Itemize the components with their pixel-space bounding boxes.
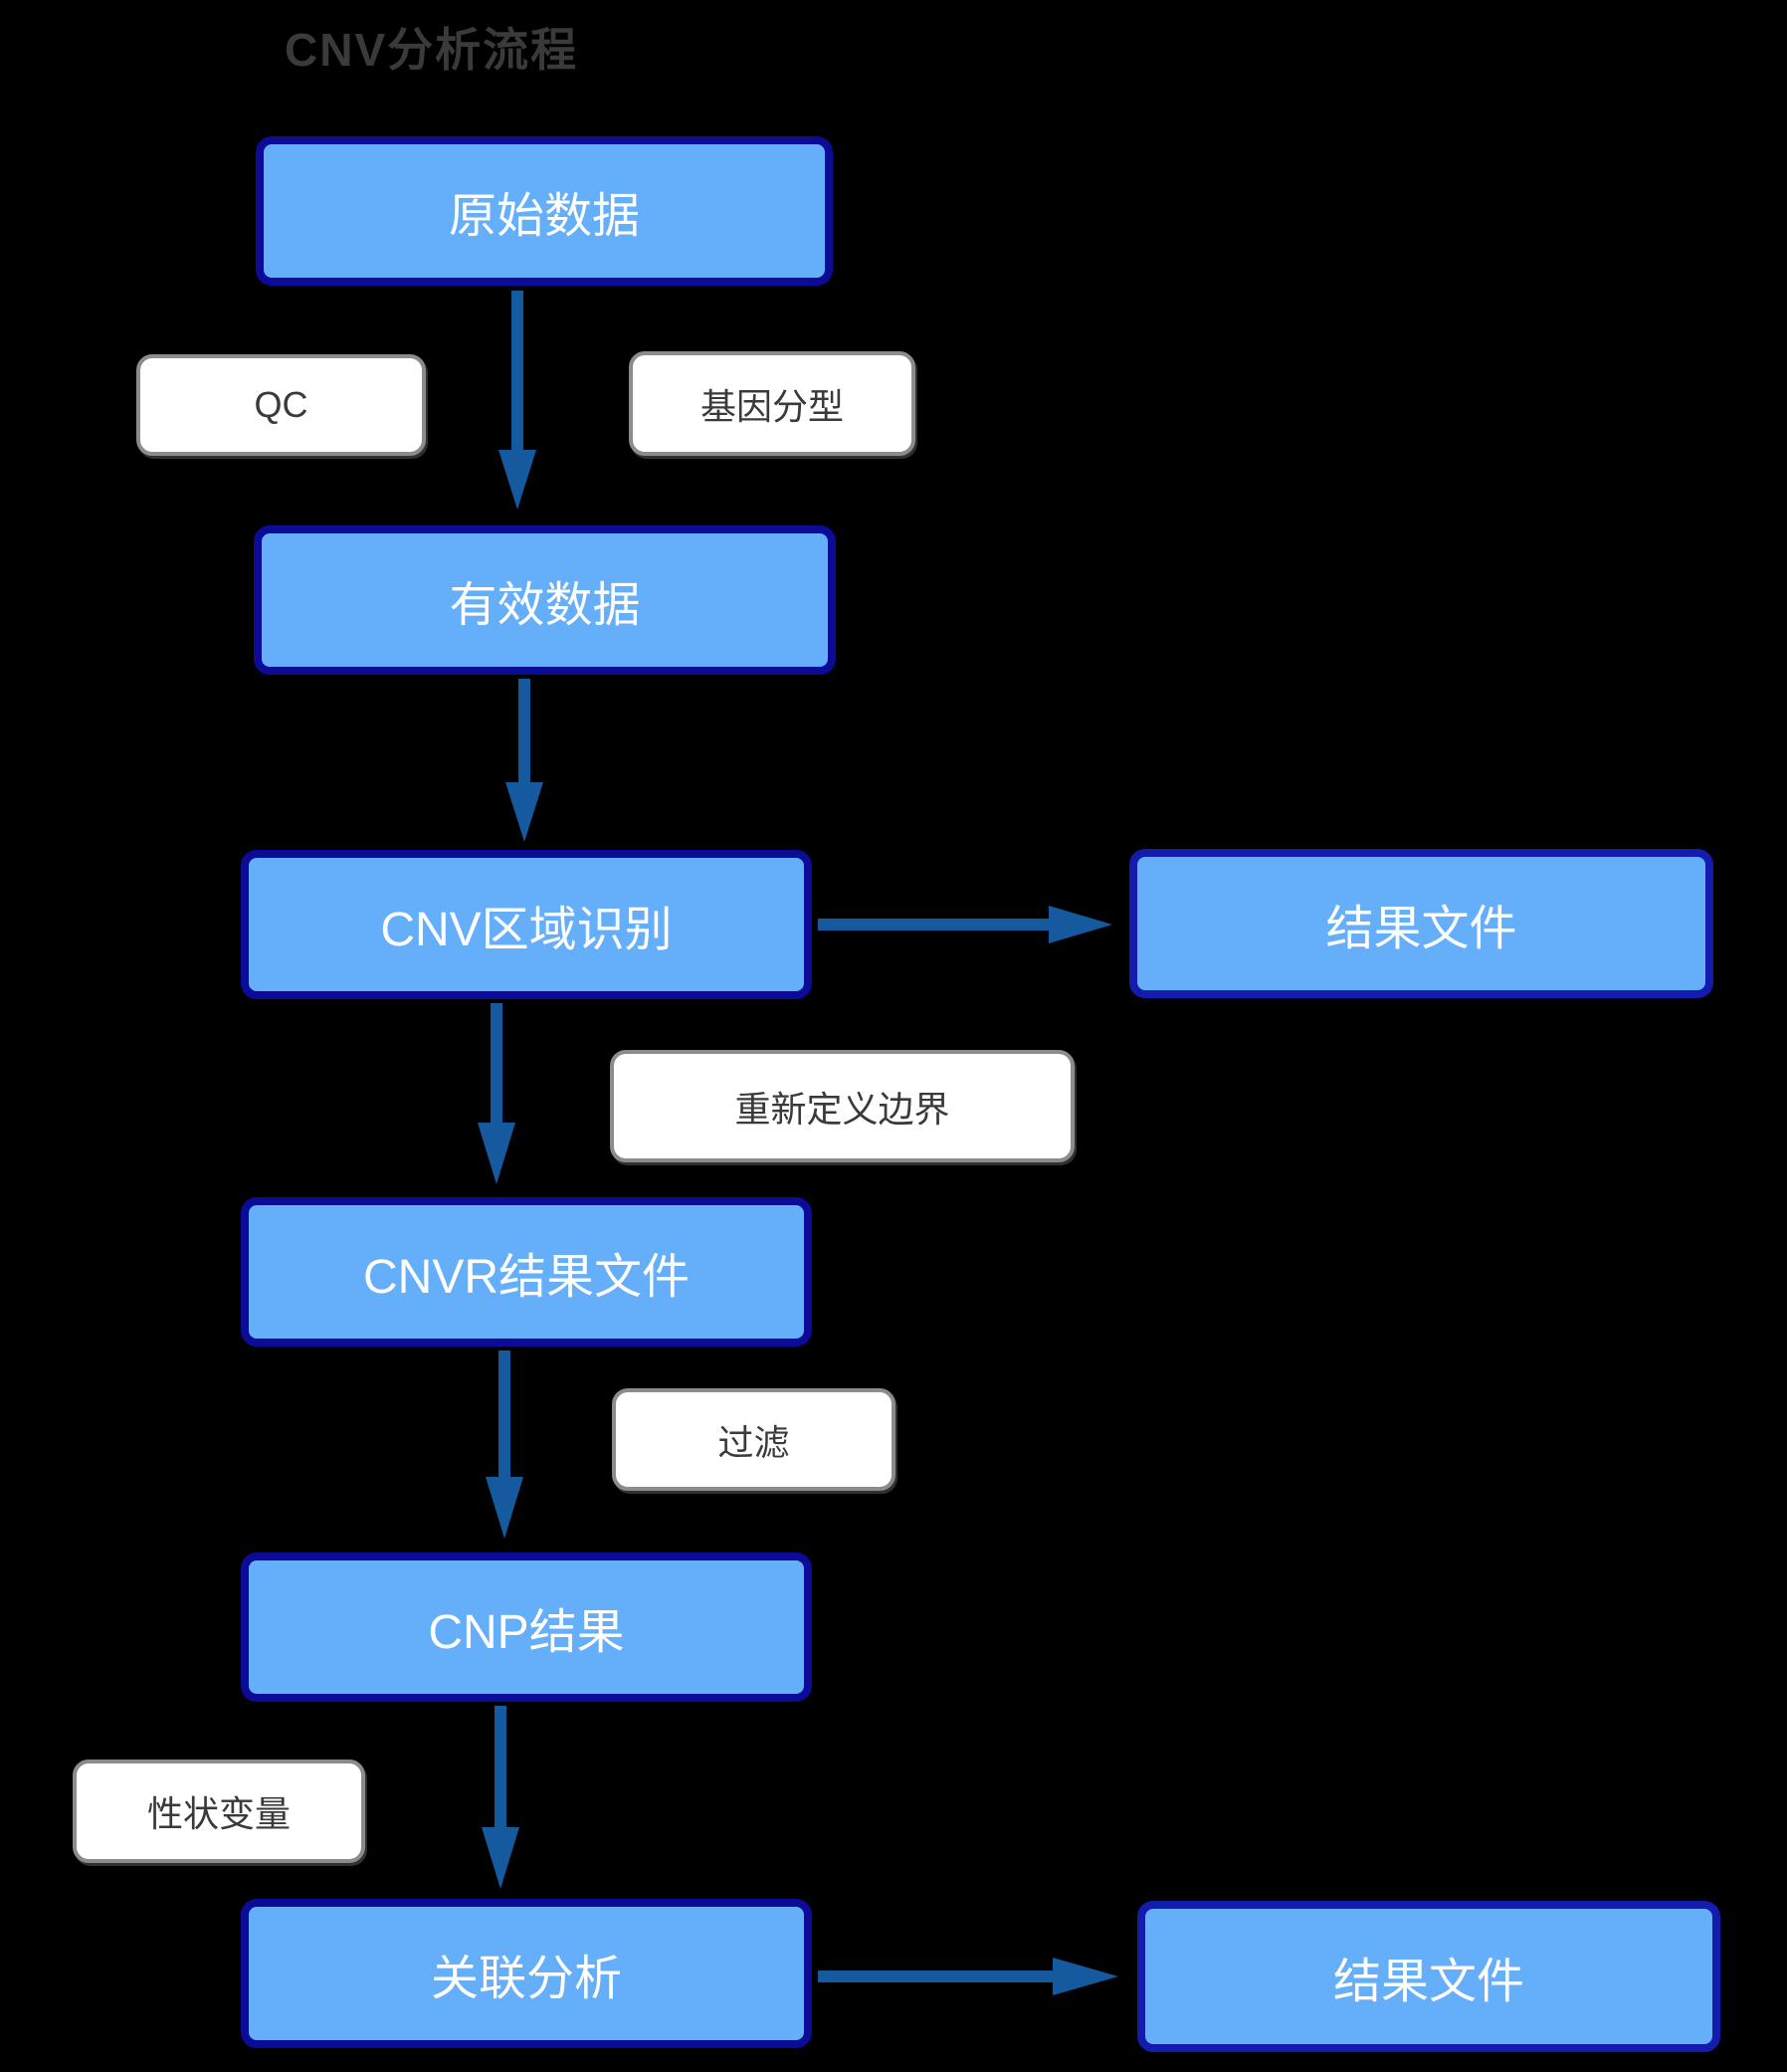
edge-label-redefine-boundary: 重新定义边界	[610, 1050, 1075, 1162]
node-raw-data: 原始数据	[256, 136, 833, 286]
node-result-file-bottom: 结果文件	[1137, 1901, 1720, 2052]
edge-label-filter: 过滤	[612, 1388, 895, 1491]
edge-label-genotyping: 基因分型	[629, 351, 915, 456]
page-title: CNV分析流程	[285, 24, 579, 76]
arrow-association-to-result-bottom	[818, 1958, 1118, 1995]
arrow-valid-to-cnv-region	[505, 679, 543, 842]
arrow-cnv-region-to-result-top	[818, 906, 1112, 943]
node-association-analysis: 关联分析	[241, 1899, 812, 2048]
node-valid-data: 有效数据	[254, 525, 836, 675]
edge-label-trait-variable: 性状变量	[73, 1760, 365, 1863]
node-cnvr-result-file: CNVR结果文件	[241, 1197, 812, 1347]
node-cnv-region-identification: CNV区域识别	[241, 850, 812, 999]
edge-label-qc: QC	[136, 354, 426, 456]
arrow-cnv-region-to-cnvr	[478, 1003, 515, 1184]
arrow-raw-to-valid	[498, 291, 536, 510]
arrow-cnvr-to-cnp	[486, 1350, 523, 1539]
node-result-file-top: 结果文件	[1129, 849, 1713, 998]
arrow-cnp-to-association	[482, 1706, 519, 1889]
node-cnp-result: CNP结果	[241, 1553, 812, 1702]
